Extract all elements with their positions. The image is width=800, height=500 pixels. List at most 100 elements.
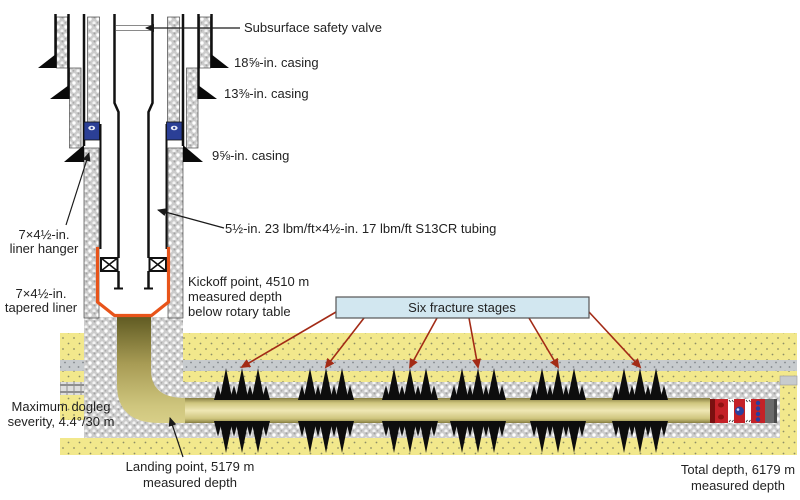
cement-strips — [56, 16, 211, 319]
fracture-spike — [471, 368, 485, 400]
fracture-spike — [633, 421, 647, 453]
fracture-spike — [617, 421, 631, 453]
fracture-spike — [403, 421, 417, 453]
fracture-spike — [628, 421, 636, 437]
fracture-spike — [551, 421, 565, 453]
leader-lines — [65, 24, 240, 458]
fracture-spike — [219, 368, 233, 400]
fracture-spike — [214, 385, 222, 400]
liner-hanger-leader — [65, 152, 91, 226]
fracture-spike — [535, 421, 549, 453]
bha-icon — [710, 399, 777, 423]
fracture-stage-arrow — [240, 311, 337, 369]
fracture-spike — [303, 421, 317, 453]
fracture-spike — [387, 368, 401, 400]
fracture-spike — [319, 368, 333, 400]
fracture-spike — [214, 421, 222, 437]
fracture-spike — [382, 421, 390, 437]
tapered-liner-label-1: 7×4½-in. — [16, 286, 67, 301]
fracture-spike — [403, 368, 417, 400]
wellhead-casings — [38, 14, 229, 319]
fracture-spike — [562, 421, 570, 437]
fracture-spike — [251, 368, 265, 400]
fracture-spike — [335, 421, 349, 453]
fracture-spike — [498, 385, 506, 400]
landing-label-2: measured depth — [143, 475, 237, 490]
fracture-stage-arrows — [240, 311, 642, 369]
fracture-spike — [262, 385, 270, 400]
fracture-spike — [482, 385, 490, 400]
fracture-spike — [546, 385, 554, 400]
fracture-spike — [335, 368, 349, 400]
casing-walls — [54, 14, 213, 146]
fracture-spike — [430, 421, 438, 437]
fracture-spike — [230, 385, 238, 400]
fracture-spike — [612, 421, 620, 437]
shoe-9-left-icon — [64, 145, 84, 162]
fracture-stages-box — [335, 296, 590, 319]
fracture-spike — [466, 385, 474, 400]
fracture-spike — [471, 421, 485, 453]
fracture-spike — [487, 368, 501, 400]
fracture-stages-label: Six fracture stages — [408, 300, 516, 315]
total-depth-label-1: Total depth, 6179 m — [681, 462, 795, 477]
fracture-clusters — [214, 368, 668, 453]
dogleg-label-2: severity, 4.4°/30 m — [8, 414, 115, 429]
fracture-spike — [546, 421, 554, 437]
fracture-spike — [314, 421, 322, 437]
fracture-spike — [482, 421, 490, 437]
fracture-spike — [466, 421, 474, 437]
tubing-label: 5½-in. 23 lbm/ft×4½-in. 17 lbm/ft S13CR … — [225, 221, 496, 236]
landing-label-1: Landing point, 5179 m — [126, 459, 255, 474]
liner-hanger-label-1: 7×4½-in. — [19, 227, 70, 242]
fracture-spike — [498, 421, 506, 437]
formation-yellow-bottom — [60, 438, 797, 455]
fracture-spike — [246, 385, 254, 400]
shoe-13-left-icon — [50, 85, 69, 99]
fracture-stage-arrow — [528, 317, 560, 369]
fracture-spike — [303, 368, 317, 400]
casing-18-label: 18⅝-in. casing — [234, 55, 319, 70]
fracture-spike — [314, 385, 322, 400]
fracture-spike — [530, 385, 538, 400]
cement-end-notch — [779, 375, 798, 386]
fracture-spike — [414, 385, 422, 400]
casing-9-label: 9⅝-in. casing — [212, 148, 289, 163]
kickoff-label-1: Kickoff point, 4510 m — [188, 274, 309, 289]
total-depth-label-2: measured depth — [691, 478, 785, 493]
fracture-spike — [644, 385, 652, 400]
casing-shoe-icons — [38, 54, 229, 162]
fracture-spike — [567, 368, 581, 400]
fracture-stage-arrow — [468, 317, 481, 369]
fracture-spike — [487, 421, 501, 453]
fracture-spike — [414, 421, 422, 437]
tapered-liner-icon — [95, 247, 171, 318]
fracture-spike — [219, 421, 233, 453]
fracture-stage-arrow — [409, 317, 438, 369]
fracture-spike — [230, 421, 238, 437]
fracture-spike — [612, 385, 620, 400]
fracture-spike — [660, 385, 668, 400]
shoe-9-right-icon — [183, 145, 203, 162]
fracture-spike — [649, 368, 663, 400]
fracture-spike — [578, 385, 586, 400]
fracture-spike — [551, 368, 565, 400]
landing-point-leader — [168, 417, 184, 458]
subsurface-safety-valve-icon — [116, 24, 151, 32]
shoe-18-right-icon — [211, 54, 229, 68]
fracture-spike — [235, 421, 249, 453]
borehole — [117, 316, 710, 423]
casing-13-label: 13⅜-in. casing — [224, 86, 309, 101]
fracture-spike — [455, 421, 469, 453]
fracture-spike — [535, 368, 549, 400]
shoe-18-left-icon — [38, 54, 56, 68]
fracture-spike — [649, 421, 663, 453]
production-tubing — [113, 14, 154, 290]
fracture-spike — [450, 421, 458, 437]
tubing-leader — [157, 208, 225, 229]
kickoff-label-2: measured depth — [188, 289, 282, 304]
fracture-spike — [398, 385, 406, 400]
formation-yellow-right — [780, 382, 797, 438]
fracture-spike — [562, 385, 570, 400]
fracture-spike — [644, 421, 652, 437]
